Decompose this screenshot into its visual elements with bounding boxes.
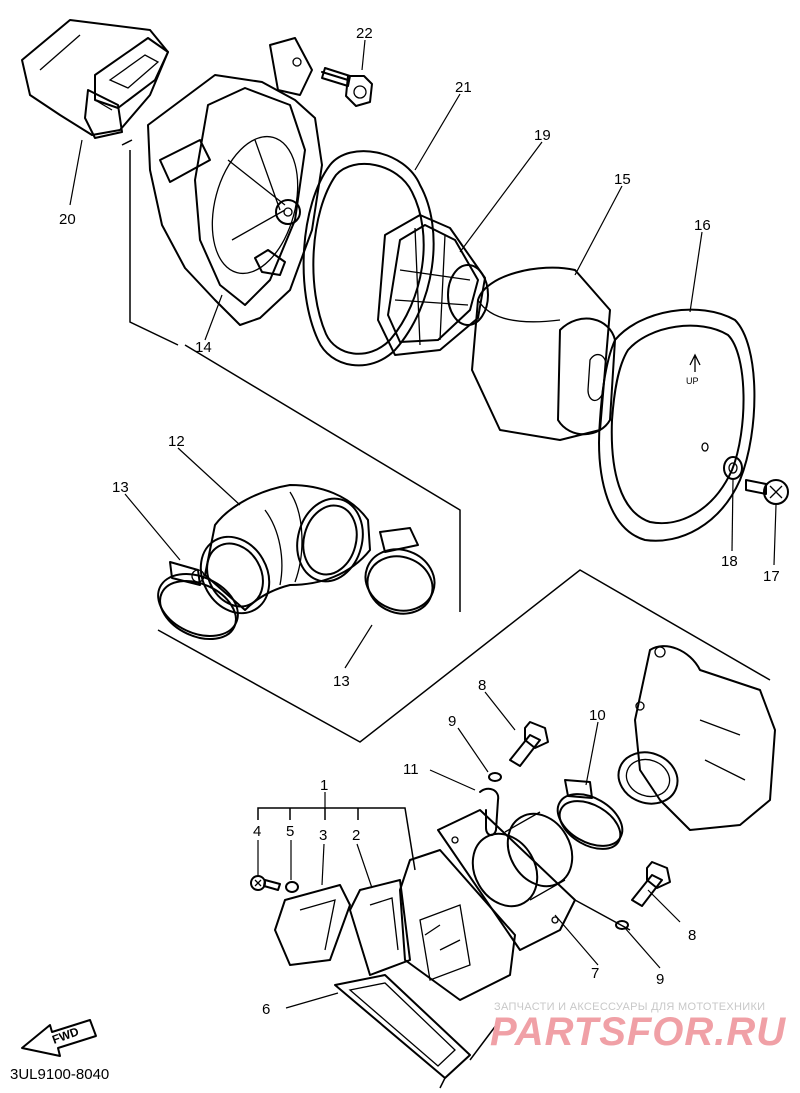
filter-element-part-15 <box>471 266 616 441</box>
clip-part-11 <box>479 787 500 836</box>
filter-cover-part-16: UP <box>598 308 756 542</box>
screw-part-17 <box>745 479 789 505</box>
group-bracket-upper <box>129 150 179 346</box>
group-bracket-middle <box>157 344 771 743</box>
hose-clamp-right-part-13 <box>364 527 436 615</box>
label-13-left: 13 <box>112 479 129 496</box>
label-18: 18 <box>721 553 738 570</box>
watermark-logo: PARTSFOR.RU <box>490 1010 787 1054</box>
label-20: 20 <box>59 211 76 228</box>
label-14: 14 <box>195 339 212 356</box>
label-8-upper: 8 <box>478 677 486 694</box>
label-3-top: 3 <box>319 827 327 844</box>
washer-part-5 <box>285 881 299 893</box>
fwd-label: FWD <box>50 1024 81 1047</box>
gasket-part-6 <box>334 974 471 1079</box>
part-number-labels: 22 21 19 15 16 20 14 12 13 13 18 17 8 9 … <box>59 25 780 1018</box>
intake-manifold-part-7 <box>437 809 576 951</box>
filter-cage-part-19 <box>377 214 489 356</box>
label-5: 5 <box>286 823 294 840</box>
bolt-lower-part-8 <box>631 861 671 907</box>
label-13-right: 13 <box>333 673 350 690</box>
label-10: 10 <box>589 707 606 724</box>
up-mark: UP <box>686 376 699 386</box>
leader-lines <box>69 39 777 1009</box>
hose-clamp-part-10 <box>556 779 624 850</box>
label-15: 15 <box>614 171 631 188</box>
label-17: 17 <box>763 568 780 585</box>
washer-lower-part-9 <box>615 920 629 930</box>
washer-part-18 <box>723 456 743 480</box>
label-16: 16 <box>694 217 711 234</box>
hose-clamp-left-part-13 <box>157 561 239 641</box>
label-9-upper: 9 <box>448 713 456 730</box>
carburetor-body <box>617 645 776 831</box>
group-bracket-lower <box>257 807 416 871</box>
part-code: 3UL9100-8040 <box>10 1066 110 1083</box>
label-9-lower: 9 <box>656 971 664 988</box>
group-bracket-upper-tick <box>121 139 133 146</box>
bolt-part-22 <box>321 67 373 107</box>
elbow-joint-part-12 <box>199 484 371 615</box>
air-box-housing-part-14 <box>147 37 323 326</box>
label-6: 6 <box>262 1001 270 1018</box>
bolt-upper-part-8 <box>509 721 549 767</box>
reed-valve-part-1 <box>399 849 516 1001</box>
forward-arrow-icon: FWD <box>21 1019 97 1057</box>
label-22: 22 <box>356 25 373 42</box>
washer-upper-part-9 <box>488 772 502 782</box>
watermark-tagline: ЗАПЧАСТИ И АКСЕССУАРЫ ДЛЯ МОТОТЕХНИКИ <box>494 1001 766 1013</box>
reed-plate-part-2 <box>349 879 411 976</box>
label-12: 12 <box>168 433 185 450</box>
label-19: 19 <box>534 127 551 144</box>
label-4: 4 <box>253 823 261 840</box>
label-7: 7 <box>591 965 599 982</box>
screw-part-4 <box>250 875 281 891</box>
label-2: 2 <box>352 827 360 844</box>
intake-duct-part-20 <box>21 19 169 139</box>
label-1: 1 <box>320 777 328 794</box>
label-21: 21 <box>455 79 472 96</box>
seal-ring-part-21 <box>302 150 435 367</box>
label-8-lower: 8 <box>688 927 696 944</box>
label-11: 11 <box>403 761 419 778</box>
group-bracket-lower-right <box>439 899 631 1089</box>
reed-stopper-part-3 <box>274 884 351 966</box>
